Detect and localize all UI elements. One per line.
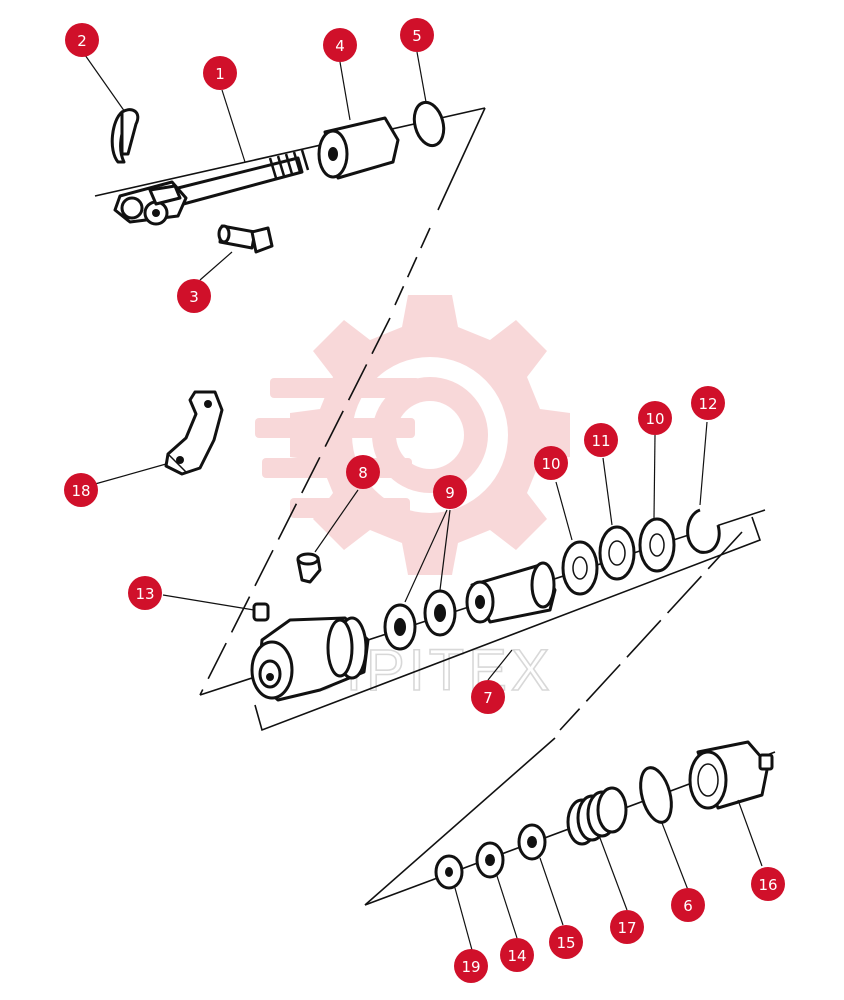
callout-circle	[203, 56, 237, 90]
piston	[465, 561, 557, 624]
leader-lines	[84, 51, 763, 951]
callout-number: 15	[556, 934, 575, 952]
callout-circle	[177, 279, 211, 313]
callout-c13: 13	[128, 576, 162, 610]
callout-number: 2	[77, 32, 87, 50]
callout-circle	[549, 925, 583, 959]
callout-c15: 15	[549, 925, 583, 959]
callout-circle	[534, 446, 568, 480]
callout-circle	[346, 455, 380, 489]
callout-c19: 19	[454, 949, 488, 983]
callout-circle	[471, 680, 505, 714]
callout-circle	[454, 949, 488, 983]
callout-circle	[584, 423, 618, 457]
callout-circle	[323, 28, 357, 62]
callout-circle	[400, 18, 434, 52]
callout-circle	[128, 576, 162, 610]
callout-number: 11	[591, 432, 610, 450]
callout-number: 6	[683, 897, 693, 915]
callout-c3: 3	[177, 279, 211, 313]
part-15-nut	[517, 823, 547, 861]
callout-circle	[433, 475, 467, 509]
callout-number: 14	[507, 947, 526, 965]
callout-number: 1	[215, 65, 225, 83]
part-4-dust-boot	[317, 116, 400, 180]
callout-c14: 14	[500, 938, 534, 972]
callout-c5: 5	[400, 18, 434, 52]
part-11-washer	[598, 525, 636, 581]
part-6-o-ring	[639, 766, 673, 824]
callout-number: 9	[445, 484, 455, 502]
callout-number: 16	[758, 876, 777, 894]
callout-c1: 1	[203, 56, 237, 90]
callout-c17: 17	[610, 910, 644, 944]
callout-c6: 6	[671, 888, 705, 922]
callout-c8: 8	[346, 455, 380, 489]
callout-number: 3	[189, 288, 199, 306]
callout-c10b: 10	[638, 401, 672, 435]
part-10-washer-b	[638, 517, 676, 573]
callout-number: 17	[617, 919, 636, 937]
part-17-spring	[566, 786, 628, 846]
callout-c9: 9	[433, 475, 467, 509]
callout-circle	[64, 473, 98, 507]
part-14-nut	[475, 841, 505, 879]
part-18-bracket	[164, 390, 224, 476]
callout-circle	[691, 386, 725, 420]
callout-number: 18	[71, 482, 90, 500]
callout-c2: 2	[65, 23, 99, 57]
callout-number: 7	[483, 689, 493, 707]
rod-thread	[268, 149, 310, 179]
part-2-cotter-pin	[110, 108, 140, 164]
callout-circle	[638, 401, 672, 435]
callout-c16: 16	[751, 867, 785, 901]
callout-c10a: 10	[534, 446, 568, 480]
callout-number: 8	[358, 464, 368, 482]
part-12-circlip	[686, 508, 721, 554]
callout-c18: 18	[64, 473, 98, 507]
part-10-washer-a	[561, 540, 599, 596]
callout-number: 19	[461, 958, 480, 976]
callout-circle	[671, 888, 705, 922]
part-13-bleed-screw	[252, 602, 270, 622]
callout-number: 13	[135, 585, 154, 603]
callout-circle	[500, 938, 534, 972]
callout-c11: 11	[584, 423, 618, 457]
part-8-bleed-cap	[296, 552, 322, 584]
callout-number: 10	[645, 410, 664, 428]
callout-number: 4	[335, 37, 345, 55]
callout-circle	[65, 23, 99, 57]
callout-number: 5	[412, 27, 422, 45]
part-9-seals	[383, 589, 457, 651]
callout-circle	[610, 910, 644, 944]
part-1-push-rod	[113, 149, 310, 226]
part-3-bolt	[217, 224, 274, 254]
part-5-o-ring	[412, 100, 446, 148]
part-16-cap	[688, 740, 774, 810]
callout-c7: 7	[471, 680, 505, 714]
callout-circle	[751, 867, 785, 901]
callout-number: 12	[698, 395, 717, 413]
callout-number: 10	[541, 455, 560, 473]
callout-c4: 4	[323, 28, 357, 62]
part-7-cylinder-body	[250, 616, 370, 702]
callout-c12: 12	[691, 386, 725, 420]
part-19-washer	[434, 854, 464, 890]
